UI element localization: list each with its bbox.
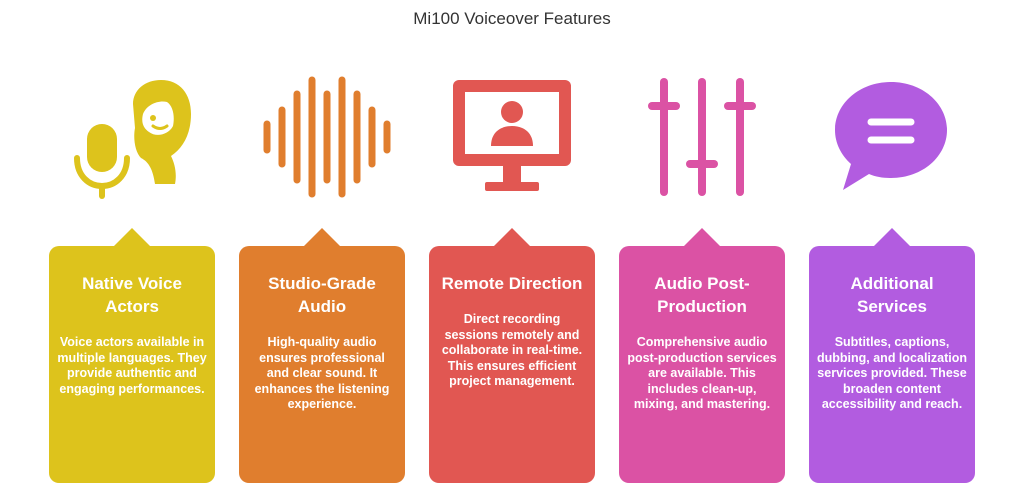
feature-title: Studio-Grade Audio xyxy=(268,274,376,316)
diagram-title: Mi100 Voiceover Features xyxy=(413,9,611,28)
feature-title: Additional Services xyxy=(850,274,934,316)
feature-additional-services: Additional Services Subtitles, captions,… xyxy=(809,0,975,494)
chat-bubble-icon xyxy=(809,72,975,202)
feature-remote-direction: Remote Direction Direct recording sessio… xyxy=(429,0,595,494)
voice-actor-microphone-icon xyxy=(49,72,215,202)
feature-description: Direct recording sessions remotely and c… xyxy=(441,312,583,388)
feature-audio-post-production: Audio Post-Production Comprehensive audi… xyxy=(619,0,785,494)
remote-monitor-icon xyxy=(429,72,595,202)
feature-description: Voice actors available in multiple langu… xyxy=(57,335,207,396)
feature-native-voice-actors: Native Voice Actors Voice actors availab… xyxy=(49,0,215,494)
feature-description: Comprehensive audio post-production serv… xyxy=(627,335,777,411)
feature-title: Native Voice Actors xyxy=(82,274,182,316)
feature-card: Native Voice Actors Voice actors availab… xyxy=(49,228,215,483)
feature-title: Audio Post-Production xyxy=(654,274,750,316)
feature-studio-grade-audio: Studio-Grade Audio High-quality audio en… xyxy=(239,0,405,494)
feature-card: Studio-Grade Audio High-quality audio en… xyxy=(239,228,405,483)
feature-card: Remote Direction Direct recording sessio… xyxy=(429,228,595,483)
feature-title: Remote Direction xyxy=(441,274,583,293)
feature-card: Additional Services Subtitles, captions,… xyxy=(809,228,975,483)
mixer-sliders-icon xyxy=(619,72,785,202)
feature-description: Subtitles, captions, dubbing, and locali… xyxy=(817,335,967,411)
sound-wave-icon xyxy=(239,72,405,202)
feature-card: Audio Post-Production Comprehensive audi… xyxy=(619,228,785,483)
feature-description: High-quality audio ensures professional … xyxy=(254,335,390,411)
